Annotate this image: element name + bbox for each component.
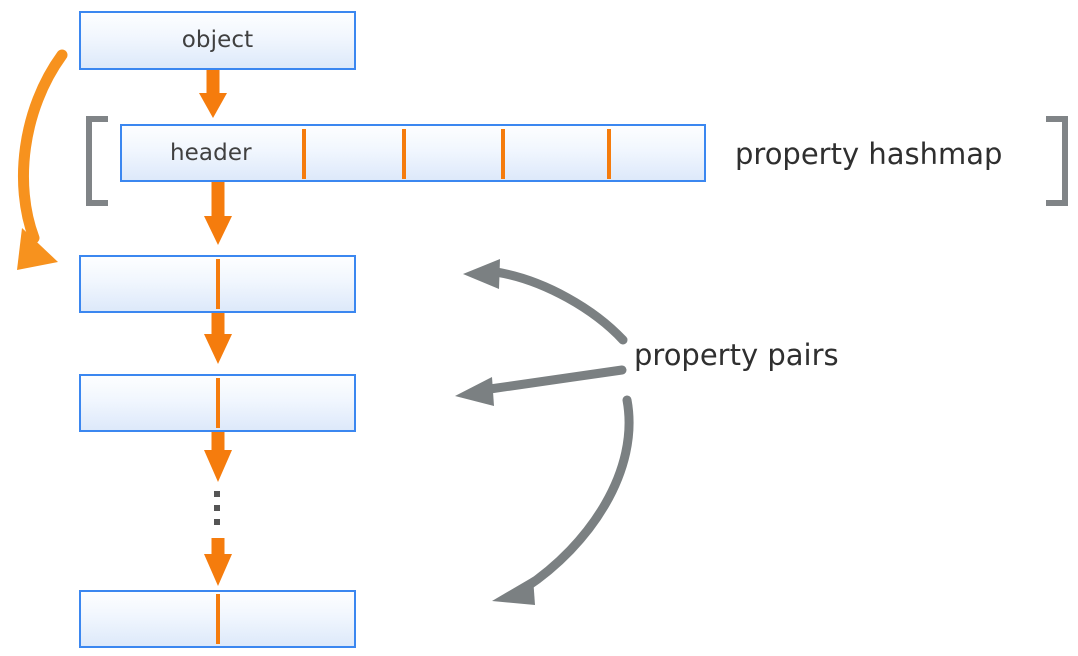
- object-box[interactable]: object: [79, 11, 356, 70]
- property-pair-divider-1: [216, 259, 220, 309]
- callout-arrow-upper-icon: [463, 259, 628, 345]
- vertical-ellipsis-icon: [214, 491, 222, 529]
- arrow-object-to-header-icon: [199, 70, 227, 118]
- hashmap-bracket-left: [86, 116, 108, 206]
- hashmap-slot-divider-1: [302, 129, 306, 179]
- property-pair-divider-2: [216, 378, 220, 428]
- arrow-ellipsis-to-last-pair-icon: [204, 538, 232, 586]
- property-pairs-label: property pairs: [634, 338, 839, 372]
- arrow-pair2-to-ellipsis-icon: [204, 432, 232, 482]
- hashmap-bracket-right: [1046, 116, 1068, 206]
- header-cell-label: header: [170, 139, 252, 166]
- object-box-label: object: [181, 27, 254, 53]
- hashmap-slot-divider-4: [607, 129, 611, 179]
- arrow-pair1-to-pair2-icon: [204, 313, 232, 364]
- hashmap-slot-divider-3: [501, 129, 505, 179]
- callout-arrow-lower-icon: [492, 395, 634, 605]
- property-hashmap-label: property hashmap: [735, 137, 1003, 171]
- arrow-header-to-pair1-icon: [204, 182, 232, 245]
- arrow-object-to-first-pair-icon: [17, 49, 68, 270]
- hashmap-slot-divider-2: [402, 129, 406, 179]
- property-pair-divider-last: [216, 594, 220, 644]
- callout-arrow-middle-icon: [455, 365, 627, 406]
- property-hashmap-row[interactable]: header: [120, 124, 706, 182]
